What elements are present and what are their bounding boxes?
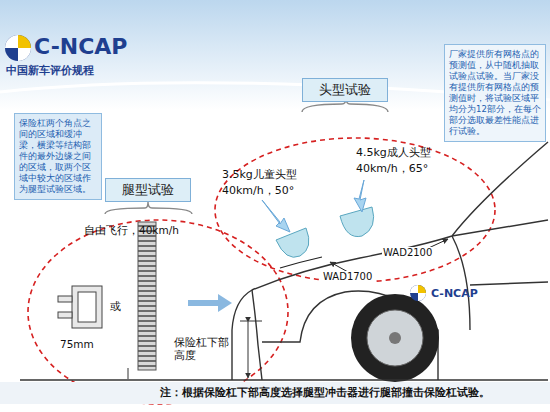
impact-arrow xyxy=(262,200,290,232)
callout-bracket xyxy=(105,202,192,214)
note-text: 厂家提供所有网格点的预测值，从中随机抽取试验点试验。当厂家没有提供所有网格点的预… xyxy=(449,49,541,137)
note-text: 保险杠两个角点之间的区域和缓冲梁，横梁等结构部件的最外边缘之间的区域，取两个区域… xyxy=(19,118,97,195)
callout-box: 腿型试验 xyxy=(105,178,191,202)
legform-impactor xyxy=(138,222,156,370)
note-text: 注：根据保险杠下部高度选择腿型冲击器进行腿部撞击保险杠试验。 xyxy=(160,386,490,399)
dimension-line xyxy=(240,321,262,322)
test-parameter: 4.5kg成人头型 xyxy=(356,146,431,159)
logo-text: C-NCAP xyxy=(34,34,128,60)
callout-text: 腿型试验 xyxy=(109,182,187,198)
logo-mark xyxy=(410,285,426,301)
adult-headform xyxy=(340,207,374,237)
wheel-hub xyxy=(389,332,401,344)
logo-mark xyxy=(5,35,31,61)
car-wheel xyxy=(351,294,439,382)
ground-line xyxy=(20,379,548,380)
leg-test-region xyxy=(28,220,288,404)
test-parameter: 3.5kg儿童头型 xyxy=(222,168,297,181)
test-parameter: 自由飞行，40km/h xyxy=(84,224,179,237)
wad-label: WAD2100 xyxy=(382,247,433,259)
dimension-label: 75mm xyxy=(60,338,94,351)
or-label: 或 xyxy=(110,300,121,313)
upper-legform xyxy=(58,286,102,328)
motion-arrow xyxy=(188,300,220,306)
dimension-line xyxy=(128,368,129,379)
motion-arrow xyxy=(218,294,232,312)
test-parameter: 40km/h，50° xyxy=(222,184,294,197)
dimension-label: 保险杠下部高度 xyxy=(174,336,230,361)
impact-arrow xyxy=(354,180,366,212)
callout-text: 头型试验 xyxy=(306,82,384,98)
note-bar xyxy=(0,382,550,404)
logo-subtitle: 中国新车评价规程 xyxy=(6,64,94,77)
head-test-region xyxy=(215,138,495,282)
child-headform xyxy=(276,228,309,257)
logo-text: C-NCAP xyxy=(431,287,478,300)
wad-line xyxy=(280,257,322,268)
wad-label: WAD1700 xyxy=(322,271,373,283)
wheel-rim xyxy=(367,310,423,366)
note-box: 保险杠两个角点之间的区域和缓冲梁，横梁等结构部件的最外边缘之间的区域，取两个区域… xyxy=(14,113,102,200)
callout-box: 头型试验 xyxy=(302,78,388,102)
dimension-line xyxy=(248,322,249,378)
test-parameter: 40km/h，65° xyxy=(356,162,428,175)
note-box: 厂家提供所有网格点的预测值，从中随机抽取试验点试验。当厂家没有提供所有网格点的预… xyxy=(444,44,546,142)
